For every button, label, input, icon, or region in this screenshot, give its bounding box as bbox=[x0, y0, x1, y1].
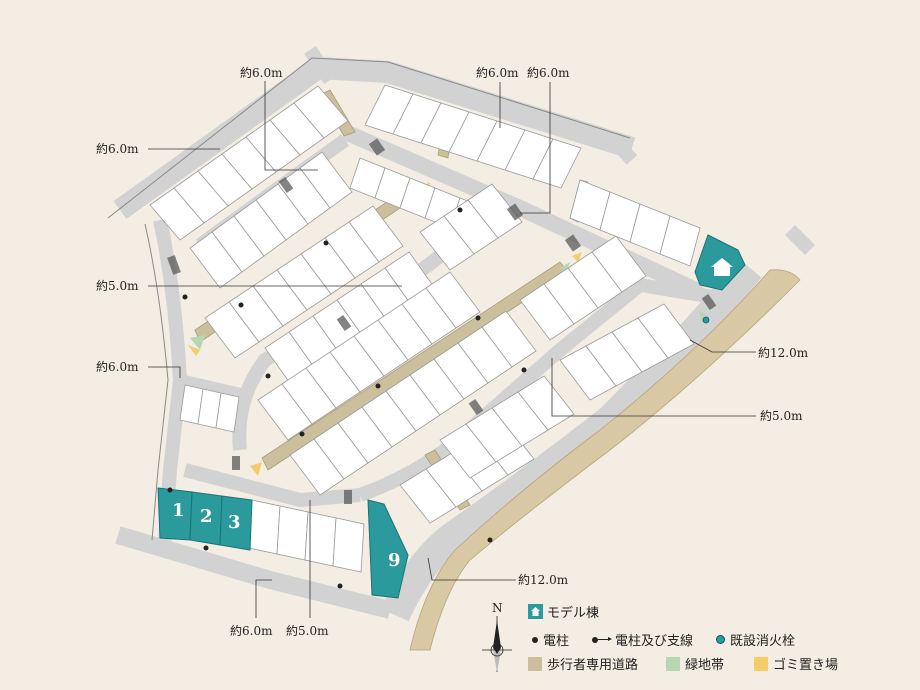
legend-model-home-label: モデル棟 bbox=[547, 606, 600, 621]
hydrant-icon bbox=[716, 635, 725, 644]
label-road-north-b: 約6.0m bbox=[476, 65, 519, 80]
lot-49[interactable] bbox=[425, 271, 481, 329]
pedestrian-swatch bbox=[528, 656, 542, 671]
lot-62[interactable] bbox=[659, 215, 701, 267]
model-lot-3[interactable] bbox=[219, 495, 253, 551]
label-road-north-c: 約6.0m bbox=[527, 65, 570, 80]
legend-garbage: ゴミ置き場 bbox=[754, 654, 838, 673]
legend-pole-guy-label: 電柱及び支線 bbox=[615, 634, 694, 649]
road-width-labels: 約6.0m 約6.0m 約6.0m 約6.0m 約5.0m 約6.0m 約12.… bbox=[96, 65, 809, 638]
lot-27[interactable] bbox=[348, 205, 404, 263]
legend-pole-guy: 電柱及び支線 bbox=[588, 630, 693, 649]
label-road-west-5m: 約5.0m bbox=[96, 278, 139, 293]
compass-icon: N bbox=[482, 601, 512, 672]
legend-green: 緑地帯 bbox=[666, 654, 724, 673]
lot-73[interactable] bbox=[215, 392, 240, 433]
legend: N モデル棟 電柱 電柱及び支線 既設消火栓 歩行者専用道路 緑地帯 ゴミ置き場 bbox=[470, 598, 910, 682]
label-road-south-6m: 約6.0m bbox=[230, 623, 273, 638]
lot-41[interactable] bbox=[467, 183, 523, 239]
legend-pole-label: 電柱 bbox=[543, 634, 570, 649]
model-lot-9[interactable] bbox=[367, 499, 409, 599]
utility-poles bbox=[167, 207, 527, 589]
legend-hydrant: 既設消火栓 bbox=[712, 630, 795, 649]
compass-north-label: N bbox=[492, 601, 503, 615]
leader-lines bbox=[148, 81, 756, 618]
legend-pedestrian: 歩行者専用道路 bbox=[528, 654, 638, 673]
lot-14[interactable] bbox=[532, 138, 582, 189]
lot-7[interactable] bbox=[293, 85, 349, 139]
lot-number-3: 3 bbox=[228, 512, 241, 533]
house-icon bbox=[528, 604, 543, 619]
embankment bbox=[409, 269, 801, 651]
hydrant bbox=[702, 316, 710, 324]
legend-pole: 電柱 bbox=[528, 630, 569, 649]
legend-hydrant-label: 既設消火栓 bbox=[730, 634, 796, 649]
lot-66[interactable] bbox=[591, 235, 647, 293]
lots bbox=[149, 84, 701, 573]
label-road-south-12m: 約12.0m bbox=[518, 572, 569, 587]
label-road-north-a: 約6.0m bbox=[240, 65, 283, 80]
legend-pedestrian-label: 歩行者専用道路 bbox=[547, 658, 639, 673]
lot-20[interactable] bbox=[299, 151, 353, 209]
legend-green-label: 緑地帯 bbox=[685, 658, 725, 673]
legend-model-home: モデル棟 bbox=[528, 602, 599, 621]
green-swatch bbox=[666, 656, 680, 671]
lot-number-9: 9 bbox=[388, 550, 401, 571]
pole-icon bbox=[532, 636, 538, 643]
label-road-south-5m: 約5.0m bbox=[286, 623, 329, 638]
lot-70[interactable] bbox=[637, 303, 695, 359]
lot-number-1: 1 bbox=[172, 500, 185, 521]
pole-guy-icon bbox=[592, 636, 612, 643]
label-road-east-12m: 約12.0m bbox=[758, 345, 809, 360]
label-road-nw: 約6.0m bbox=[96, 141, 139, 156]
model-lots: 1 2 3 9 bbox=[157, 234, 746, 599]
lot-85[interactable] bbox=[517, 375, 575, 431]
lot-77[interactable] bbox=[332, 517, 365, 573]
main-road-12m bbox=[381, 258, 801, 651]
house-icon bbox=[711, 258, 733, 276]
lot-number-2: 2 bbox=[200, 506, 213, 527]
label-road-east-5m: 約5.0m bbox=[760, 408, 803, 423]
label-road-west-6m: 約6.0m bbox=[96, 359, 139, 374]
lot-58[interactable] bbox=[481, 310, 537, 368]
crosswalks bbox=[167, 138, 717, 504]
lot-75[interactable] bbox=[276, 505, 309, 561]
legend-garbage-label: ゴミ置き場 bbox=[773, 658, 839, 673]
lot-74[interactable] bbox=[248, 499, 281, 555]
garbage-swatch bbox=[754, 656, 768, 671]
